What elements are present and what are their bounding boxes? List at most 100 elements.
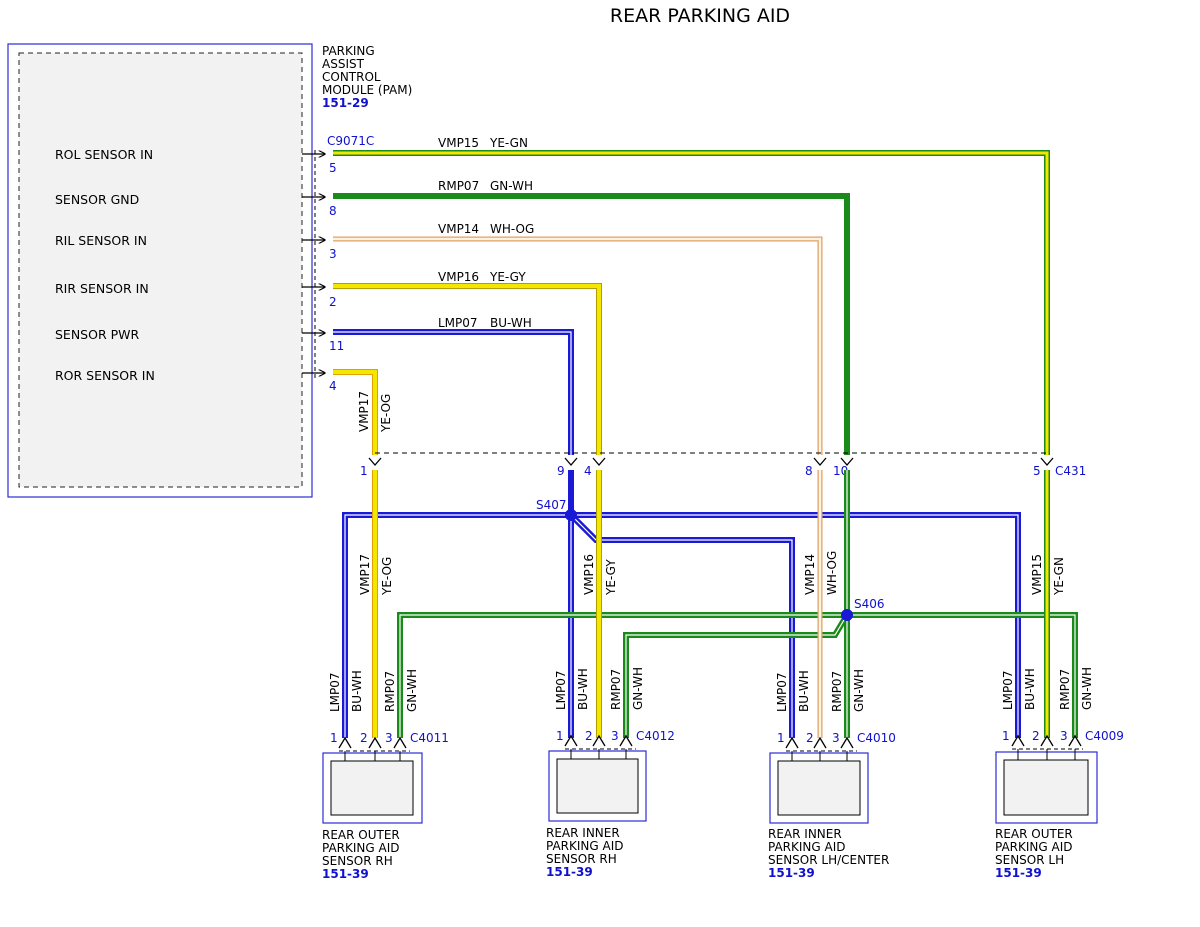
pin-arrow [813, 457, 827, 466]
wire-circuit-vertical: VMP17 [358, 554, 372, 595]
pin-arrow [1040, 734, 1054, 747]
sensor-pin: 1 [777, 731, 785, 745]
wire-rmp07-lower-stripe [399, 470, 1076, 738]
pin-number: 11 [329, 339, 344, 353]
wire-color-vertical: YE-OG [380, 557, 394, 596]
sensor-pin: 3 [385, 731, 393, 745]
module-pin-labels: ROL SENSOR IN SENSOR GND RIL SENSOR IN R… [55, 147, 155, 383]
pin-label-pwr: SENSOR PWR [55, 327, 140, 342]
sensor-name-line: PARKING AID [995, 840, 1073, 854]
wire-circuit-vertical: LMP07 [328, 672, 342, 712]
wire-color-vertical: GN-WH [1080, 667, 1094, 710]
sensor-inner-box [330, 760, 414, 816]
sensor-name-line: REAR INNER [546, 826, 620, 840]
sensor-pin: 2 [585, 729, 593, 743]
pin-arrow [564, 457, 578, 466]
c431-name: C431 [1055, 464, 1086, 478]
wire-circuit-vertical: VMP16 [582, 554, 596, 595]
module-name-line: MODULE (PAM) [322, 83, 412, 97]
sensor-name-line: PARKING AID [322, 841, 400, 855]
wire-circuit-vertical: VMP15 [1030, 554, 1044, 595]
wire-color-vertical: BU-WH [797, 670, 811, 712]
wire-lmp07-upper-stripe [333, 331, 572, 455]
pin-arrow [368, 457, 382, 466]
wire-vmp14-upper [333, 236, 823, 455]
module-name-line: ASSIST [322, 57, 365, 71]
sensor-c4010: LMP07 BU-WH RMP07 GN-WH 1 2 3 C4010 REAR… [768, 669, 896, 880]
wire-circuit-vertical: RMP07 [383, 671, 397, 712]
pin-arrow [1040, 457, 1054, 466]
wire-color-vertical: YE-OG [379, 394, 393, 433]
wire-circuit-vertical: RMP07 [609, 669, 623, 710]
sensor-inner-box [777, 760, 861, 816]
wire-circuit-vertical: VMP17 [357, 391, 371, 432]
sensor-ref: 151-39 [995, 866, 1042, 880]
wire-vmp15-upper-stripe [333, 151, 1049, 455]
pin-label-rir: RIR SENSOR IN [55, 281, 149, 296]
pin-label-gnd: SENSOR GND [55, 192, 139, 207]
wire-circuit: RMP07 [438, 179, 479, 193]
wire-lmp07-c4010 [568, 512, 795, 738]
module-name-line: PARKING [322, 44, 375, 58]
pin-arrow [592, 734, 606, 747]
wire-circuit-vertical: LMP07 [1001, 670, 1015, 710]
module-label: PARKING ASSIST CONTROL MODULE (PAM) 151-… [322, 44, 412, 110]
wire-rmp07-c4012 [623, 613, 850, 738]
wire-lmp07-c4011 [342, 512, 571, 738]
wire-color: YE-GY [489, 270, 526, 284]
pin-number: 3 [329, 247, 337, 261]
pin-arrow [393, 736, 407, 749]
sensor-connector-name: C4011 [410, 731, 449, 745]
wire-color-vertical: GN-WH [631, 667, 645, 710]
wire-lmp07-lower-stripe [344, 514, 1019, 738]
pin-arrow [785, 736, 799, 749]
wire-circuit: VMP15 [438, 136, 479, 150]
sensor-name-line: REAR OUTER [322, 828, 400, 842]
wire-color-vertical: WH-OG [825, 551, 839, 595]
wire-color-vertical: GN-WH [405, 669, 419, 712]
sensor-name-line: REAR INNER [768, 827, 842, 841]
sensor-connector-name: C4010 [857, 731, 896, 745]
module-ref: 151-29 [322, 96, 369, 110]
c431-pin: 4 [584, 464, 592, 478]
pin-arrow [813, 736, 827, 749]
sensor-pin-arrows [1011, 734, 1082, 747]
c431-pin: 8 [805, 464, 813, 478]
pin-arrow [338, 736, 352, 749]
sensor-pin: 1 [330, 731, 338, 745]
c431-pin: 5 [1033, 464, 1041, 478]
c431-pin: 9 [557, 464, 565, 478]
sensor-pin-arrows [564, 734, 633, 747]
wire-color-vertical: BU-WH [1023, 668, 1037, 710]
pin-arrow [619, 734, 633, 747]
sensor-connector-name: C4009 [1085, 729, 1124, 743]
wire-rmp07-upper [333, 193, 850, 455]
pin-arrow [564, 734, 578, 747]
pam-module [7, 43, 313, 498]
sensor-inner-box [556, 758, 639, 814]
module-connector-name: C9071C [327, 134, 374, 148]
sensor-pin: 1 [556, 729, 564, 743]
wire-circuit: LMP07 [438, 316, 478, 330]
pin-label-ril: RIL SENSOR IN [55, 233, 147, 248]
wire-color-vertical: GN-WH [852, 669, 866, 712]
pin-number: 2 [329, 295, 337, 309]
wire-color: YE-GN [489, 136, 528, 150]
splice-s407-label: S407 [536, 498, 567, 512]
wire-color: BU-WH [490, 316, 532, 330]
wire-vmp16-upper-stripe [333, 284, 601, 455]
wire-vmp17-upper-stripe [333, 370, 377, 455]
sensor-name-line: PARKING AID [768, 840, 846, 854]
wire-rmp07-c4009 [847, 612, 1078, 738]
sensor-c4009: LMP07 BU-WH RMP07 GN-WH 1 2 3 C4009 REAR… [995, 667, 1124, 880]
wire-circuit-vertical: RMP07 [1058, 669, 1072, 710]
pin-arrow [840, 457, 854, 466]
pin-arrow [368, 736, 382, 749]
upper-wire-labels: VMP15 YE-GN RMP07 GN-WH VMP14 WH-OG VMP1… [357, 136, 534, 433]
pin-number: 5 [329, 161, 337, 175]
sensor-name-line: SENSOR LH [995, 853, 1064, 867]
sensor-pin: 3 [832, 731, 840, 745]
sensor-pin: 2 [1032, 729, 1040, 743]
c431-pin: 1 [360, 464, 368, 478]
